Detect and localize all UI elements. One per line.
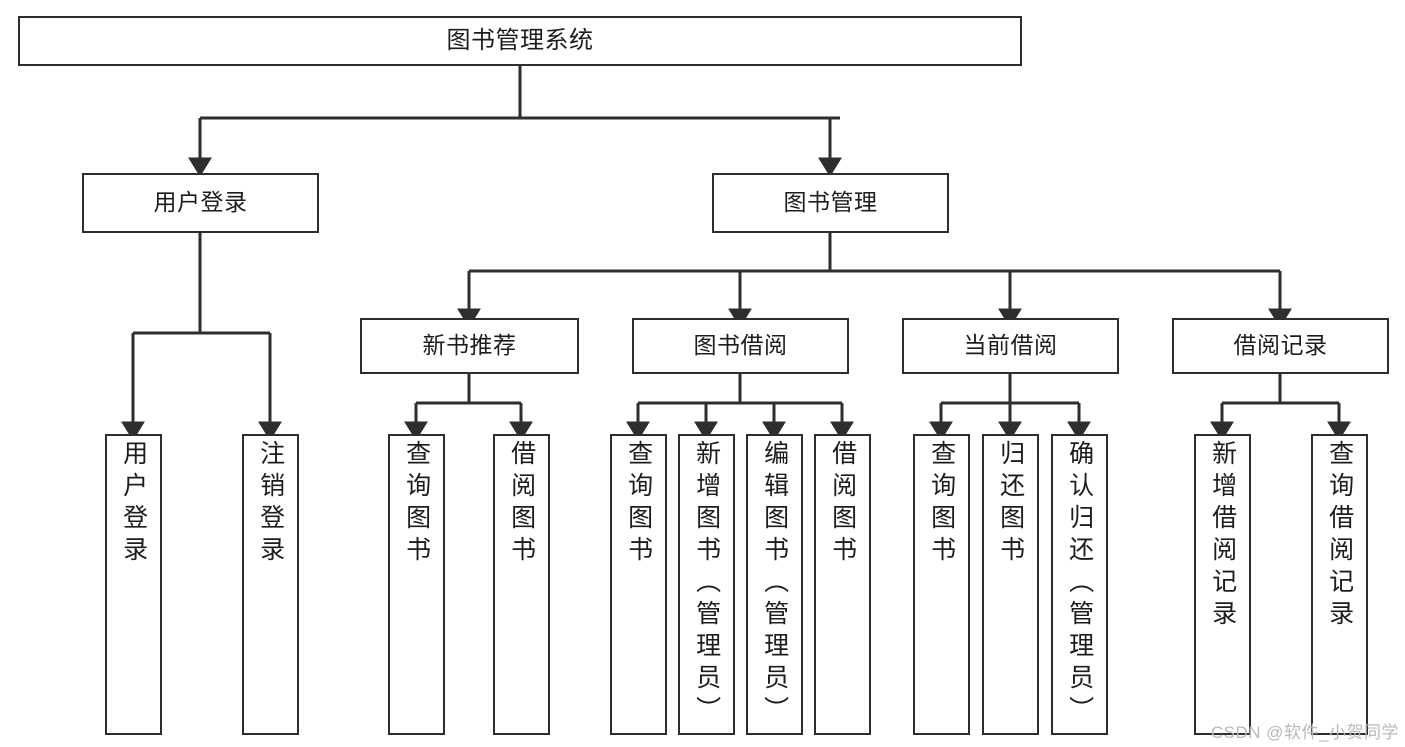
node-new-book-recommend[interactable]: 新书推荐 (360, 318, 579, 374)
node-label: 用户登录 (153, 189, 248, 216)
leaf-confirm-return-admin[interactable]: 确认归还（管理员） (1051, 434, 1108, 735)
node-label: 图书借阅 (693, 332, 788, 359)
node-current-borrow[interactable]: 当前借阅 (902, 318, 1119, 374)
node-label: 新书推荐 (422, 332, 517, 359)
node-label: 新增图书（管理员） (692, 440, 721, 728)
leaf-borrow-book[interactable]: 借阅图书 (814, 434, 871, 735)
node-book-management[interactable]: 图书管理 (712, 173, 949, 233)
node-label: 查询借阅记录 (1325, 440, 1354, 632)
node-label: 借阅图书 (828, 440, 857, 568)
leaf-query-book-current[interactable]: 查询图书 (913, 434, 970, 735)
node-label: 借阅记录 (1233, 332, 1328, 359)
node-label: 图书管理 (783, 189, 878, 216)
node-label: 用户登录 (119, 440, 148, 568)
node-book-borrow[interactable]: 图书借阅 (632, 318, 849, 374)
node-label: 注销登录 (256, 440, 285, 568)
leaf-query-borrow-record[interactable]: 查询借阅记录 (1311, 434, 1368, 735)
node-label: 图书管理系统 (446, 26, 594, 54)
leaf-query-book-recommend[interactable]: 查询图书 (388, 434, 445, 735)
node-label: 查询图书 (624, 440, 653, 568)
leaf-borrow-book-recommend[interactable]: 借阅图书 (493, 434, 550, 735)
leaf-add-borrow-record[interactable]: 新增借阅记录 (1194, 434, 1251, 735)
node-root-system[interactable]: 图书管理系统 (18, 16, 1022, 66)
node-label: 查询图书 (402, 440, 431, 568)
node-label: 归还图书 (996, 440, 1025, 568)
node-label: 查询图书 (927, 440, 956, 568)
node-user-login[interactable]: 用户登录 (82, 173, 319, 233)
watermark: CSDN @软件_小贺同学 (1210, 723, 1399, 742)
leaf-logout[interactable]: 注销登录 (242, 434, 299, 735)
leaf-return-book[interactable]: 归还图书 (982, 434, 1039, 735)
leaf-add-book-admin[interactable]: 新增图书（管理员） (678, 434, 735, 735)
node-label: 编辑图书（管理员） (760, 440, 789, 728)
node-label: 借阅图书 (507, 440, 536, 568)
node-label: 新增借阅记录 (1208, 440, 1237, 632)
node-label: 确认归还（管理员） (1065, 440, 1094, 728)
node-borrow-records[interactable]: 借阅记录 (1172, 318, 1389, 374)
node-label: 当前借阅 (963, 332, 1058, 359)
leaf-query-book-borrow[interactable]: 查询图书 (610, 434, 667, 735)
leaf-edit-book-admin[interactable]: 编辑图书（管理员） (746, 434, 803, 735)
leaf-user-login[interactable]: 用户登录 (105, 434, 162, 735)
